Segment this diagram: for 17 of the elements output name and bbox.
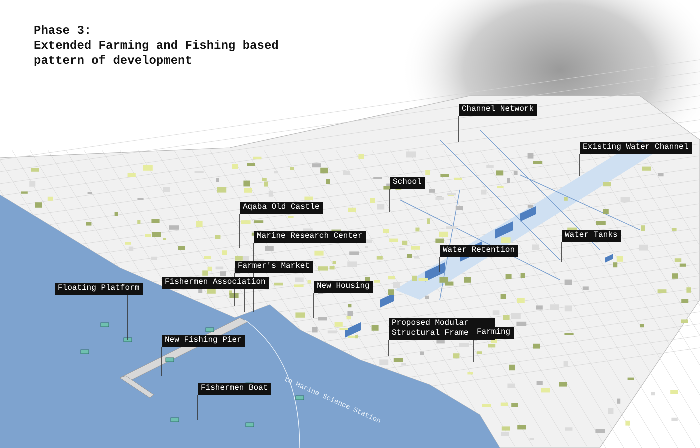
callout-label: Aqaba Old Castle <box>240 202 323 214</box>
callout-label: Farmer's Market <box>235 261 314 273</box>
callout-label: Water Tanks <box>562 230 621 242</box>
callout-label: Existing Water Channel <box>580 142 692 154</box>
callout-label: School <box>390 177 425 189</box>
callout-label: Channel Network <box>459 104 538 116</box>
leader-line <box>244 288 246 312</box>
title: Phase 3: Extended Farming and Fishing based pattern of development <box>34 24 280 69</box>
callout-label: New Fishing Pier <box>162 335 245 347</box>
leader-line <box>388 340 390 356</box>
callout-label: Marine Research Center <box>254 231 366 243</box>
callout-label: Floating Platform <box>55 283 143 295</box>
callout-label: Fishermen Association <box>162 277 269 289</box>
callout-label: Water Retention <box>440 245 518 257</box>
leader-line <box>458 116 460 142</box>
callout-label: Fishermen Boat <box>198 383 272 395</box>
callout-label: New Housing <box>314 281 373 293</box>
